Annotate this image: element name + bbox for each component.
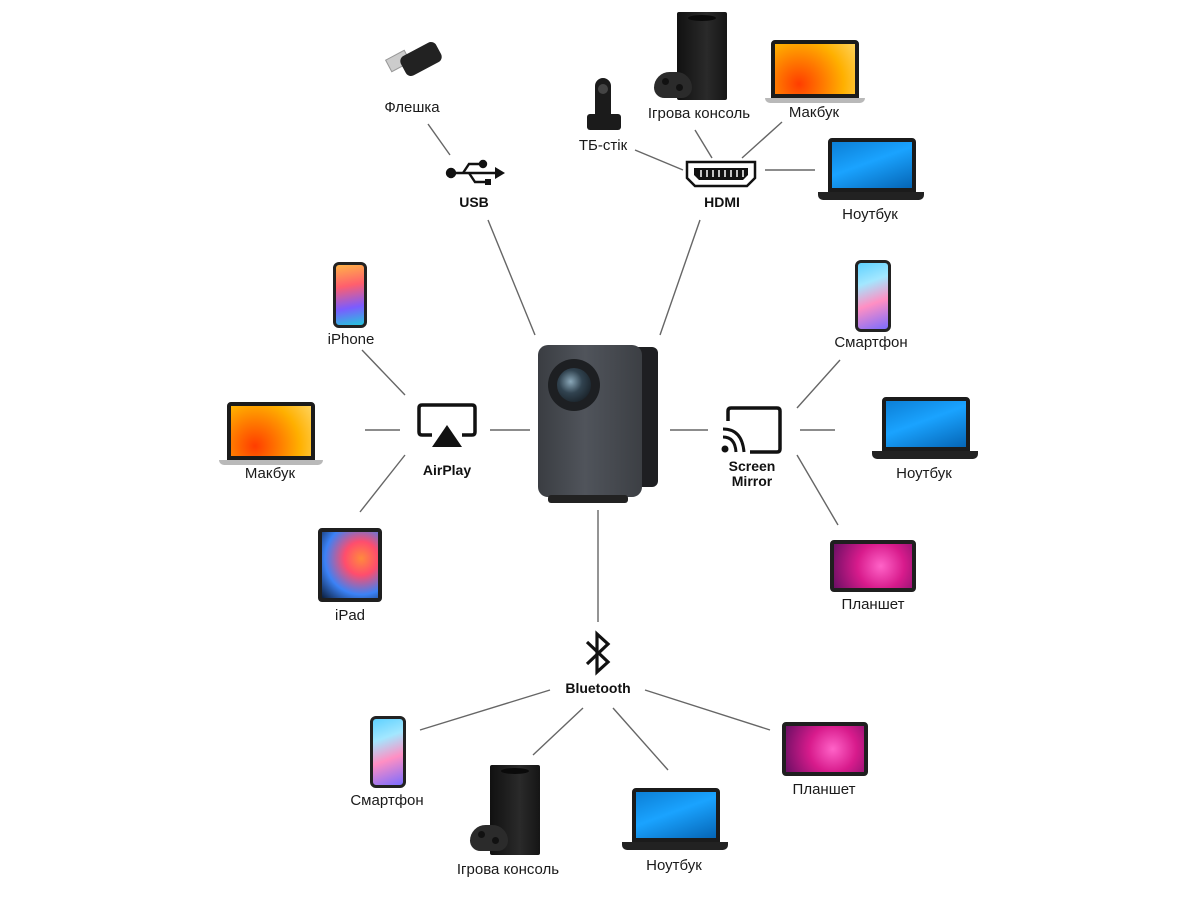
- line-mirror-smartphone: [796, 359, 841, 409]
- tv-stick-icon: [585, 78, 630, 136]
- hdmi-tv-stick-label: ТБ-стік: [578, 137, 628, 154]
- usb-flash-label: Флешка: [384, 99, 440, 116]
- projector-icon: [538, 345, 658, 505]
- bt-laptop-label: Ноутбук: [646, 857, 702, 874]
- macbook-icon: [765, 40, 865, 103]
- laptop-icon: [872, 397, 978, 461]
- airplay-label: AirPlay: [422, 462, 472, 478]
- screen-mirror-icon: [721, 406, 782, 454]
- hdmi-laptop-label: Ноутбук: [842, 206, 898, 223]
- laptop-icon: [622, 788, 728, 852]
- line-hdmi-macbook: [741, 121, 783, 159]
- line-airplay-iphone: [361, 349, 406, 396]
- tablet-icon: [782, 722, 870, 780]
- airplay-macbook-label: Макбук: [244, 465, 296, 482]
- bt-smartphone-label: Смартфон: [350, 792, 424, 809]
- screen-mirror-label-line1: Screen: [728, 458, 776, 474]
- hdmi-console-label: Ігрова консоль: [647, 105, 751, 122]
- line-hdmi-console: [694, 129, 713, 159]
- usb-flash-drive-icon: [385, 39, 445, 80]
- smartphone-icon: [370, 716, 406, 788]
- game-console-icon: [652, 12, 732, 104]
- laptop-icon: [818, 138, 924, 202]
- airplay-icon: [417, 403, 477, 447]
- screen-mirror-label: Screen Mirror: [729, 459, 776, 489]
- line-bt-console: [532, 707, 584, 756]
- line-usb-flash: [427, 123, 451, 156]
- mirror-smartphone-label: Смартфон: [834, 334, 908, 351]
- bluetooth-icon: [585, 630, 611, 676]
- hdmi-macbook-label: Макбук: [788, 104, 840, 121]
- tablet-icon: [830, 540, 918, 596]
- mirror-laptop-label: Ноутбук: [896, 465, 952, 482]
- smartphone-icon: [855, 260, 891, 332]
- airplay-ipad-label: iPad: [334, 607, 366, 624]
- usb-label: USB: [459, 194, 489, 210]
- line-airplay-ipad: [359, 454, 406, 513]
- hdmi-label: HDMI: [704, 194, 740, 210]
- bluetooth-label: Bluetooth: [565, 680, 631, 696]
- line-hdmi-projector: [659, 219, 701, 336]
- ipad-icon: [318, 528, 382, 604]
- mirror-tablet-label: Планшет: [841, 596, 905, 613]
- line-mirror-tablet: [796, 454, 839, 526]
- iphone-icon: [333, 262, 367, 328]
- line-bt-tablet: [644, 689, 771, 731]
- airplay-iphone-label: iPhone: [327, 331, 375, 348]
- line-usb-projector: [487, 219, 536, 336]
- bt-console-label: Ігрова консоль: [456, 861, 560, 878]
- hdmi-icon: [685, 160, 757, 188]
- screen-mirror-label-line2: Mirror: [731, 473, 773, 489]
- game-console-icon: [468, 765, 548, 857]
- usb-icon: [445, 159, 505, 185]
- macbook-icon: [219, 402, 323, 465]
- line-bt-smartphone: [419, 689, 551, 731]
- line-hdmi-tvstick: [634, 149, 684, 171]
- line-bt-laptop: [612, 707, 669, 771]
- bt-tablet-label: Планшет: [792, 781, 856, 798]
